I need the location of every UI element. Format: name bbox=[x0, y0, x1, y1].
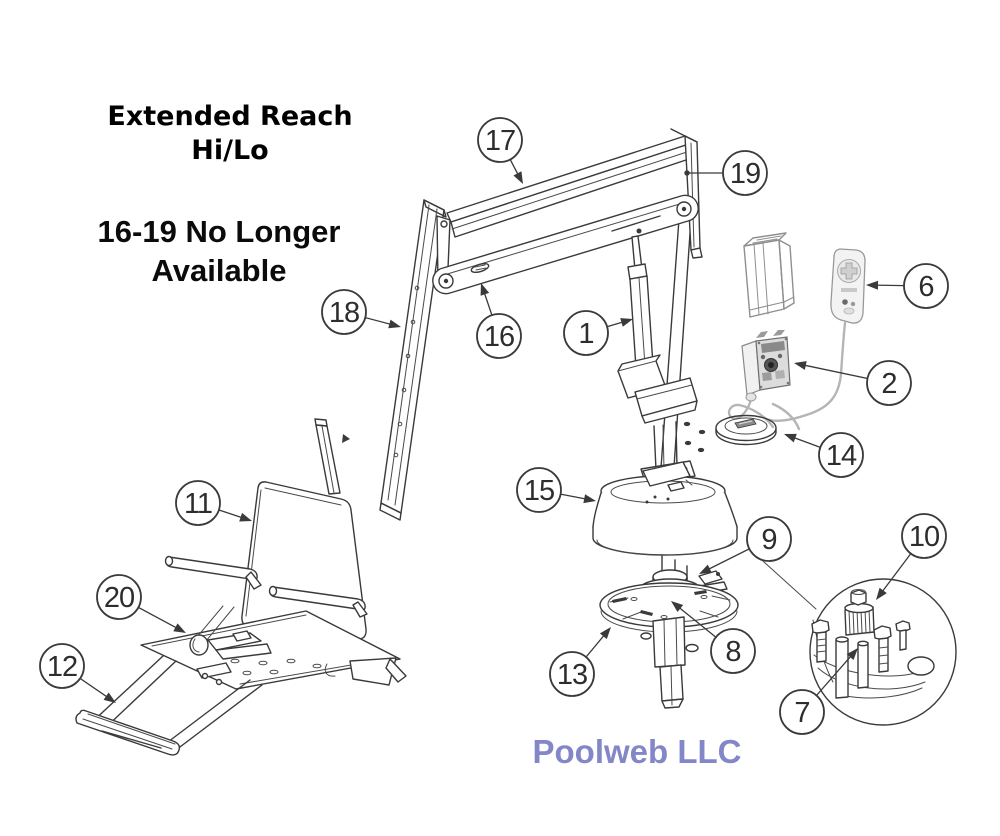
callout-circle bbox=[96, 574, 142, 620]
callout-circle bbox=[722, 150, 768, 196]
footrest-12 bbox=[75, 655, 263, 756]
callout-number: 11 bbox=[184, 488, 212, 520]
availability-note-line1: 16-19 No Longer bbox=[97, 214, 341, 249]
detail-view bbox=[752, 551, 957, 726]
callout-15: 15 bbox=[516, 467, 596, 513]
callout-number: 17 bbox=[485, 125, 515, 157]
callout-number: 18 bbox=[329, 297, 359, 329]
seat-pan bbox=[140, 610, 407, 690]
base-plate-drawing bbox=[599, 582, 739, 633]
callout-number: 1 bbox=[578, 318, 593, 350]
callout-10: 10 bbox=[876, 513, 947, 600]
callout-number: 2 bbox=[881, 368, 896, 400]
brand-text: Poolweb LLC bbox=[532, 733, 742, 770]
callout-circle bbox=[746, 516, 792, 562]
callout-11: 11 bbox=[175, 480, 252, 526]
callout-circle bbox=[516, 467, 562, 513]
callout-arrowhead-icon bbox=[866, 280, 879, 290]
actuator-drawing bbox=[617, 228, 698, 486]
callout-circle bbox=[175, 480, 221, 526]
callout-20: 20 bbox=[96, 574, 186, 633]
callout-arrowhead-icon bbox=[599, 627, 611, 640]
callout-17: 17 bbox=[477, 117, 523, 184]
callout-arrowhead-icon bbox=[671, 601, 684, 613]
callout-circle bbox=[321, 289, 367, 335]
callout-8: 8 bbox=[671, 601, 756, 674]
callout-6: 6 bbox=[866, 263, 949, 309]
callout-arrowhead-icon bbox=[173, 623, 186, 633]
callout-1: 1 bbox=[563, 310, 633, 356]
callout-circle bbox=[901, 513, 947, 559]
callout-circle bbox=[818, 432, 864, 478]
callout-circle bbox=[710, 628, 756, 674]
callout-number: 20 bbox=[104, 582, 134, 614]
callout-number: 8 bbox=[725, 636, 740, 668]
callout-arrowhead-icon bbox=[876, 587, 887, 600]
callout-arrowhead-icon bbox=[103, 692, 116, 703]
callout-2: 2 bbox=[794, 360, 912, 406]
callout-7: 7 bbox=[779, 648, 858, 735]
callout-arrowhead-icon bbox=[239, 512, 252, 522]
diagram-title-line2: Hi/Lo bbox=[191, 135, 269, 166]
arm-assembly-drawing bbox=[432, 128, 703, 469]
callout-16: 16 bbox=[476, 283, 522, 359]
callout-arrowhead-icon bbox=[794, 361, 807, 370]
callout-arrowhead-icon bbox=[388, 319, 401, 329]
diagram-title: Extended Reach Hi/Lo bbox=[80, 100, 380, 168]
callout-circle bbox=[903, 263, 949, 309]
chair-drawing bbox=[75, 418, 407, 756]
gear-10-drawing bbox=[844, 589, 875, 636]
availability-note-line2: Available bbox=[151, 253, 287, 288]
armrest-right bbox=[268, 585, 368, 618]
remote-drawing bbox=[764, 248, 866, 422]
control-box-drawing bbox=[727, 330, 791, 429]
bolts-7-drawing bbox=[811, 619, 911, 699]
callout-number: 9 bbox=[761, 524, 776, 556]
callout-number: 10 bbox=[909, 521, 939, 553]
cover-disc-drawing bbox=[715, 402, 801, 446]
detail-link-line bbox=[752, 551, 817, 610]
callout-arrowhead-icon bbox=[699, 564, 712, 574]
callout-circle bbox=[477, 117, 523, 163]
callout-number: 7 bbox=[794, 697, 809, 729]
callout-arrowhead-icon bbox=[620, 318, 633, 327]
callout-arrowhead-icon bbox=[513, 171, 523, 184]
callout-18: 18 bbox=[321, 289, 401, 335]
callout-19: 19 bbox=[684, 150, 768, 196]
mast-drawing bbox=[379, 199, 447, 521]
callout-arrowhead-icon bbox=[480, 283, 490, 296]
battery-drawing bbox=[743, 232, 795, 318]
armrest-left bbox=[164, 555, 262, 590]
screws-drawing bbox=[683, 421, 706, 453]
callout-13: 13 bbox=[549, 627, 611, 697]
callout-number: 6 bbox=[918, 271, 933, 303]
callout-arrowhead-icon bbox=[583, 494, 596, 504]
callout-number: 14 bbox=[826, 440, 857, 472]
callout-circle bbox=[779, 689, 825, 735]
callout-circle bbox=[549, 651, 595, 697]
shaft-drawing bbox=[640, 616, 699, 709]
callout-9: 9 bbox=[699, 516, 792, 574]
callout-number: 12 bbox=[47, 651, 77, 683]
callout-arrowhead-icon bbox=[784, 433, 797, 443]
callout-circle bbox=[563, 310, 609, 356]
dome-cover-drawing bbox=[592, 461, 738, 556]
callout-circle bbox=[866, 360, 912, 406]
callout-14: 14 bbox=[784, 432, 864, 478]
callout-number: 15 bbox=[524, 475, 554, 507]
callout-circle bbox=[476, 313, 522, 359]
callout-number: 19 bbox=[730, 158, 760, 190]
diagram-title-line1: Extended Reach bbox=[107, 101, 353, 132]
callout-number: 16 bbox=[484, 321, 514, 353]
callout-12: 12 bbox=[39, 643, 116, 703]
lower-arm-16 bbox=[432, 194, 699, 295]
callout-circle bbox=[39, 643, 85, 689]
callout-dot-icon bbox=[684, 170, 690, 176]
callout-number: 13 bbox=[557, 659, 587, 691]
seat-belt-20 bbox=[189, 605, 272, 660]
callout-arrowhead-icon bbox=[846, 648, 858, 660]
